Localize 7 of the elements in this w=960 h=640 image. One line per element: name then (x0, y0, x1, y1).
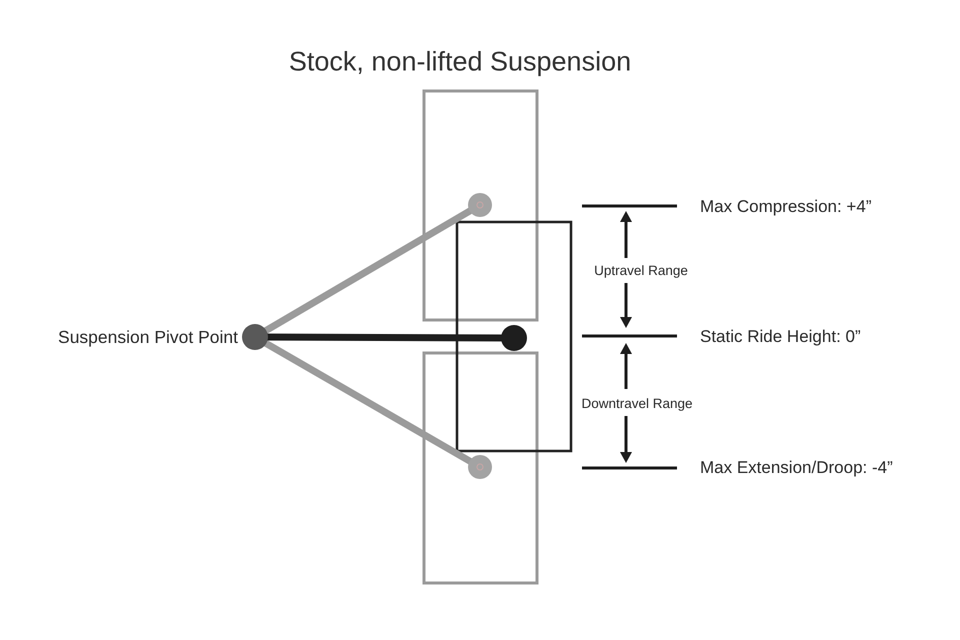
range-label: Uptravel Range (594, 263, 688, 279)
part-label: Suspension Pivot Point (58, 326, 238, 348)
measurement-label: Static Ride Height: 0” (700, 327, 861, 347)
diagram-title: Stock, non-lifted Suspension (288, 46, 632, 78)
range-label: Downtravel Range (581, 396, 693, 412)
measurement-label: Max Extension/Droop: -4” (700, 458, 893, 478)
measurement-label: Max Compression: +4” (700, 197, 872, 217)
